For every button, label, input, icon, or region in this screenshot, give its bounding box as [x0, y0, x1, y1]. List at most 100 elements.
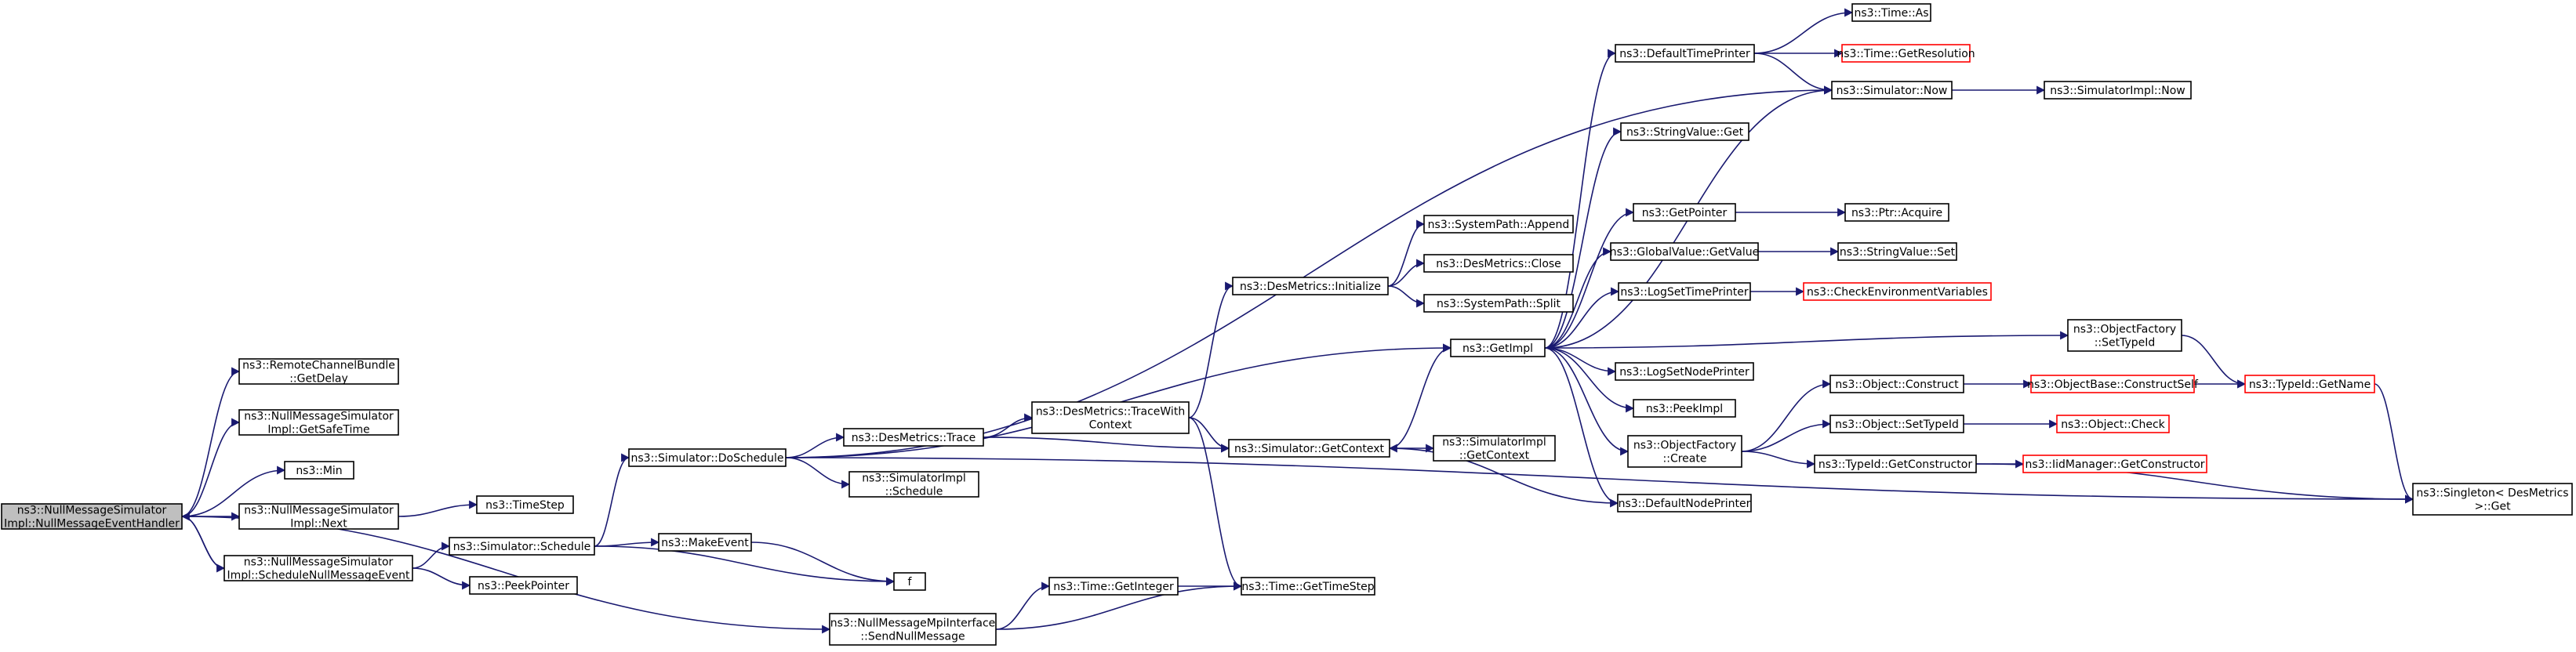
- node-sysappend[interactable]: ns3::SystemPath::Append: [1423, 215, 1574, 234]
- edge-schednull-to-root: [180, 512, 225, 569]
- node-label: ns3::Object::Construct: [1835, 379, 1959, 391]
- node-strvalget[interactable]: ns3::StringValue::Get: [1620, 122, 1749, 141]
- edge-line: [1387, 259, 1426, 287]
- node-gettimestep[interactable]: ns3::Time::GetTimeStep: [1241, 577, 1375, 596]
- node-destrace[interactable]: ns3::DesMetrics::Trace: [843, 428, 984, 447]
- node-logsettimeprinter[interactable]: ns3::LogSetTimePrinter: [1618, 282, 1751, 301]
- node-simimplsched[interactable]: ns3::SimulatorImpl::Schedule: [848, 471, 979, 498]
- node-label: ns3::Simulator::Now: [1837, 85, 1948, 97]
- node-schedule[interactable]: ns3::Simulator::Schedule: [449, 537, 595, 556]
- node-label: Impl::ScheduleNullMessageEvent: [227, 570, 410, 582]
- edge-doschedule-to-singletonget: [785, 457, 2414, 504]
- node-desclose[interactable]: ns3::DesMetrics::Close: [1423, 254, 1574, 273]
- node-timeas[interactable]: ns3::Time::As: [1851, 3, 1931, 22]
- edge-line: [2181, 335, 2247, 389]
- edge-objfactsettypeid-to-typeidgetname: [2181, 335, 2247, 389]
- node-label: ns3::Simulator::DoSchedule: [631, 452, 784, 465]
- node-f[interactable]: f: [893, 572, 926, 591]
- node-iidmgrgetctor[interactable]: ns3::IidManager::GetConstructor: [2022, 455, 2207, 473]
- node-label: ns3::LogSetNodePrinter: [1619, 366, 1749, 379]
- edge-line: [1544, 331, 2069, 349]
- edge-getimpl-to-globalgetvalue: [1544, 247, 1612, 349]
- node-typeidgetname[interactable]: ns3::TypeId::GetName: [2244, 375, 2375, 393]
- node-root[interactable]: ns3::NullMessageSimulatorImpl::NullMessa…: [1, 503, 183, 531]
- edge-typeidgetname-to-singletonget: [2374, 383, 2414, 504]
- node-label: ns3::TypeId::GetConstructor: [1818, 458, 1972, 471]
- node-defnodeprinter[interactable]: ns3::DefaultNodePrinter: [1617, 494, 1752, 513]
- edge-getimpl-to-strvalget: [1544, 127, 1622, 349]
- node-box: [1851, 3, 1931, 22]
- node-schednull[interactable]: ns3::NullMessageSimulatorImpl::ScheduleN…: [223, 555, 413, 582]
- edge-tracewithctx-to-getcontext: [1188, 417, 1230, 453]
- edge-line: [181, 418, 241, 517]
- node-getpointer[interactable]: ns3::GetPointer: [1633, 203, 1736, 222]
- node-deftimeprinter[interactable]: ns3::DefaultTimePrinter: [1615, 44, 1755, 63]
- node-ptracquire[interactable]: ns3::Ptr::Acquire: [1844, 203, 1949, 222]
- node-label: ns3::GetImpl: [1462, 342, 1533, 355]
- node-objfactcreate[interactable]: ns3::ObjectFactory::Create: [1627, 435, 1742, 468]
- node-objbaseconstructself[interactable]: ns3::ObjectBase::ConstructSelf: [2027, 375, 2199, 393]
- node-desinit[interactable]: ns3::DesMetrics::Initialize: [1232, 277, 1389, 295]
- node-peekpointer[interactable]: ns3::PeekPointer: [469, 576, 578, 595]
- node-label: ns3::SimulatorImpl::Now: [2050, 85, 2185, 97]
- node-label: ns3::PeekImpl: [1646, 403, 1723, 415]
- node-label: ns3::DesMetrics::Initialize: [1240, 281, 1381, 293]
- node-makeevent[interactable]: ns3::MakeEvent: [658, 533, 752, 552]
- node-box: [1618, 282, 1751, 301]
- node-objconstruct[interactable]: ns3::Object::Construct: [1829, 375, 1964, 393]
- node-objsettypeid[interactable]: ns3::Object::SetTypeId: [1829, 415, 1964, 433]
- edge-line: [1544, 347, 1635, 413]
- node-box: [1844, 203, 1949, 222]
- node-label: ns3::Time::GetTimeStep: [1241, 581, 1374, 593]
- node-doschedule[interactable]: ns3::Simulator::DoSchedule: [628, 448, 787, 467]
- node-peekimpl[interactable]: ns3::PeekImpl: [1633, 399, 1736, 418]
- node-singletonget[interactable]: ns3::Singleton< DesMetrics >::Get: [2412, 483, 2573, 516]
- node-logsetnodeprinter[interactable]: ns3::LogSetNodePrinter: [1615, 362, 1754, 381]
- node-label: ns3::TypeId::GetName: [2249, 379, 2371, 391]
- edge-line: [594, 453, 630, 547]
- edge-getimpl-to-getpointer: [1544, 208, 1635, 349]
- node-timegetres[interactable]: ns3::Time::GetResolution: [1837, 44, 1975, 63]
- node-label: ::SetTypeId: [2095, 337, 2156, 350]
- edge-getimpl-to-deftimeprinter: [1544, 49, 1617, 349]
- node-label: ns3::Min: [296, 465, 342, 477]
- edge-line: [594, 545, 896, 586]
- node-getinteger[interactable]: ns3::Time::GetInteger: [1048, 577, 1179, 596]
- node-label: ::Schedule: [885, 486, 943, 498]
- edge-schedule-to-doschedule: [594, 453, 630, 547]
- node-label: ::GetDelay: [289, 373, 348, 386]
- edge-desinit-to-sysappend: [1387, 219, 1426, 287]
- node-label: ns3::NullMessageSimulator: [244, 505, 394, 517]
- edge-line: [1741, 379, 1832, 452]
- node-simnow[interactable]: ns3::Simulator::Now: [1831, 81, 1953, 100]
- node-simimplnow[interactable]: ns3::SimulatorImpl::Now: [2044, 81, 2192, 100]
- node-objfactsettypeid[interactable]: ns3::ObjectFactory::SetTypeId: [2067, 319, 2182, 352]
- edge-sendnull-to-gettimestep: [995, 581, 1243, 630]
- edge-objfactcreate-to-objsettypeid: [1741, 419, 1832, 452]
- node-globalgetvalue[interactable]: ns3::GlobalValue::GetValue: [1610, 242, 1759, 261]
- node-label: ns3::CheckEnvironmentVariables: [1807, 286, 1988, 299]
- node-getimpl[interactable]: ns3::GetImpl: [1450, 339, 1546, 357]
- node-getsafetime[interactable]: ns3::NullMessageSimulatorImpl::GetSafeTi…: [238, 409, 399, 436]
- node-typeidgetctor[interactable]: ns3::TypeId::GetConstructor: [1814, 455, 1977, 473]
- node-objcheck[interactable]: ns3::Object::Check: [2056, 415, 2170, 433]
- node-checkenv[interactable]: ns3::CheckEnvironmentVariables: [1803, 282, 1992, 301]
- node-min[interactable]: ns3::Min: [284, 461, 354, 480]
- edge-line: [1387, 219, 1426, 287]
- node-syssplit[interactable]: ns3::SystemPath::Split: [1423, 294, 1574, 313]
- node-box: [1633, 399, 1736, 418]
- node-timestep[interactable]: ns3::TimeStep: [476, 495, 574, 514]
- node-label: ns3::Singleton< DesMetrics: [2416, 487, 2568, 500]
- edge-root-to-min: [181, 465, 286, 517]
- node-box: [1831, 81, 1953, 100]
- node-box: [1423, 215, 1574, 234]
- node-getcontext[interactable]: ns3::Simulator::GetContext: [1228, 439, 1390, 458]
- node-simimplgetctx[interactable]: ns3::SimulatorImpl::GetContext: [1433, 435, 1556, 462]
- node-box: [2044, 81, 2192, 100]
- node-sendnull[interactable]: ns3::NullMessageMpiInterface::SendNullMe…: [829, 613, 997, 646]
- node-getdelay[interactable]: ns3::RemoteChannelBundle::GetDelay: [238, 358, 399, 386]
- node-box: [476, 495, 574, 514]
- node-strvalset[interactable]: ns3::StringValue::Set: [1837, 242, 1957, 261]
